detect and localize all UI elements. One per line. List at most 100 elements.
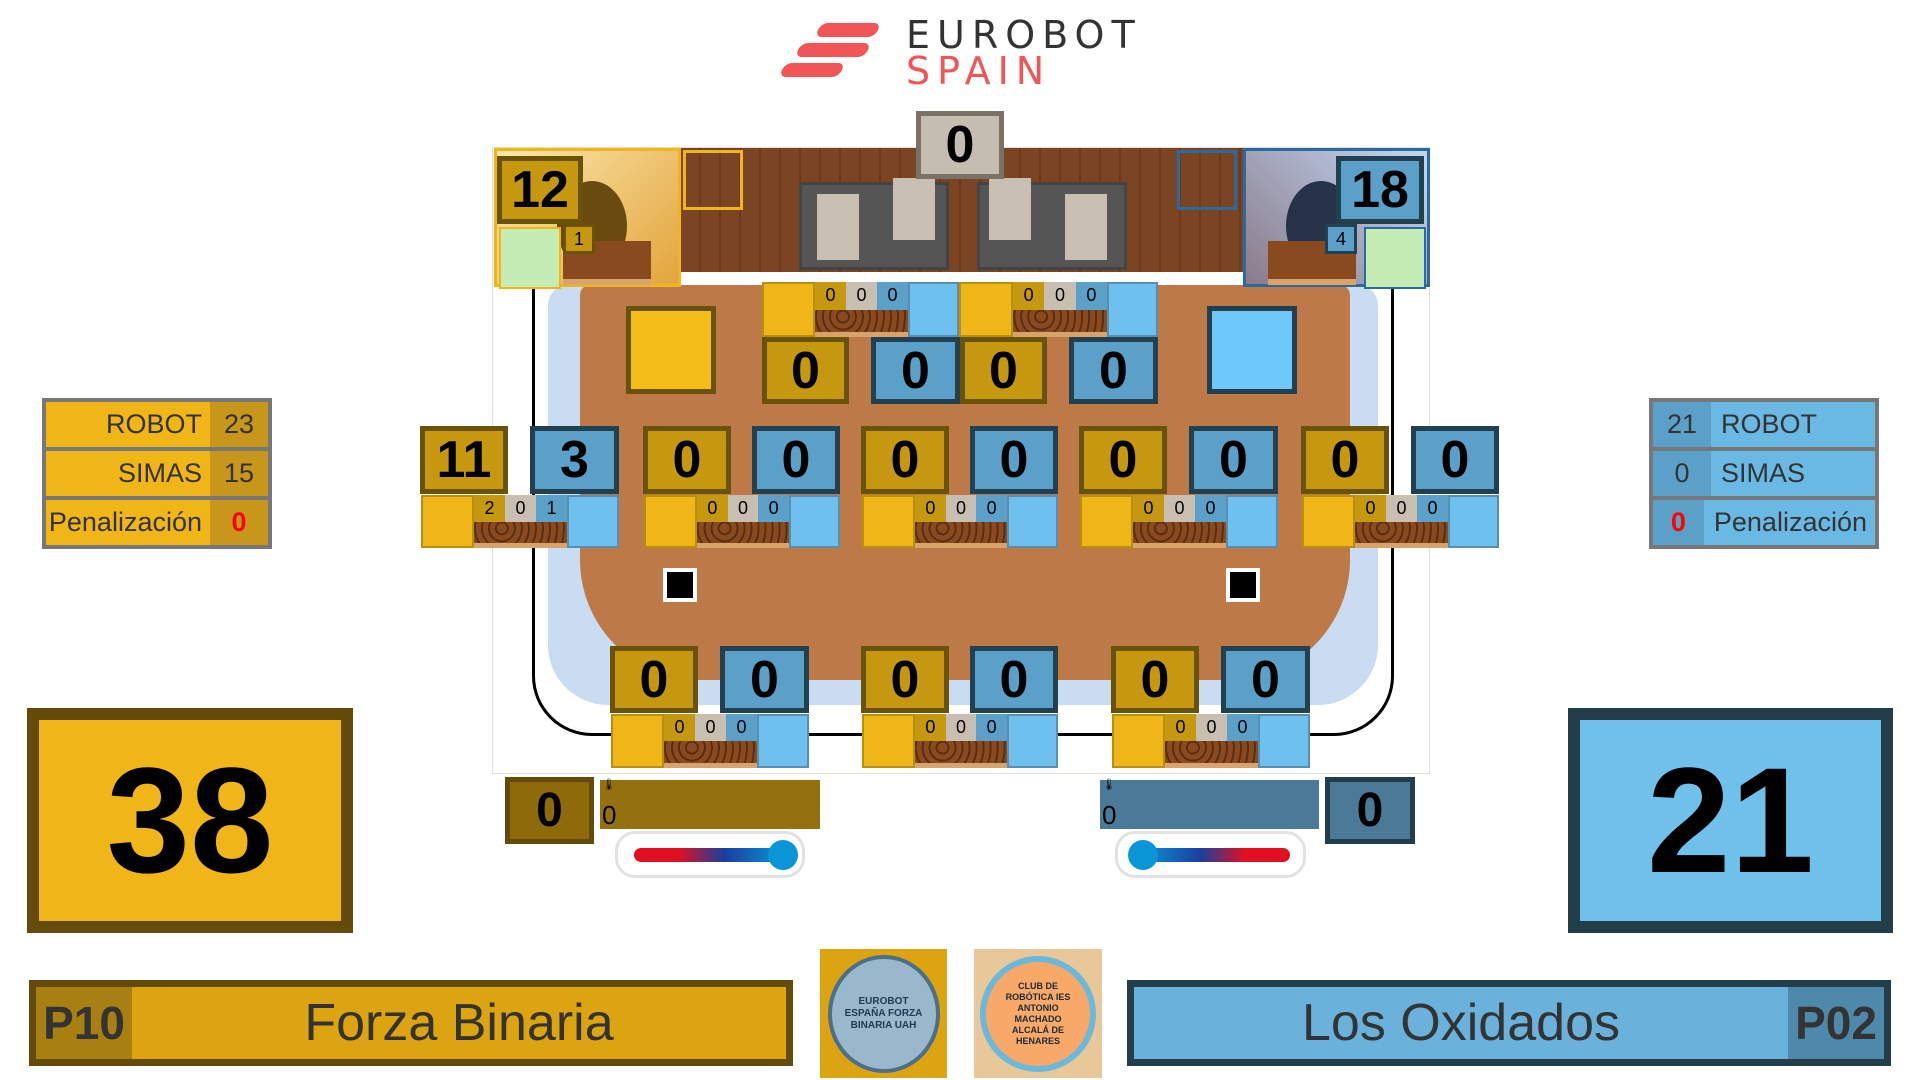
neutral-count: 0: [1044, 282, 1076, 310]
blue-thermometer: [1115, 831, 1306, 878]
card: [1065, 194, 1107, 260]
blue-zone: [1107, 282, 1158, 337]
blue-zone-marker: [1177, 150, 1237, 210]
thermometer-small-icon: 🌡: [602, 779, 616, 791]
blue-zone: [1007, 495, 1058, 548]
blue-count: 0: [976, 495, 1008, 522]
acorn-crate-icon: [915, 521, 1007, 548]
neutral-count: 0: [727, 495, 759, 522]
yellow-zone-score: 0: [1111, 646, 1199, 713]
blue-zone: [1258, 714, 1310, 768]
blue-zone-score: 0: [720, 646, 809, 713]
blue-zone: [1226, 495, 1278, 548]
yellow-nest-score: 12: [497, 156, 583, 224]
yellow-count: 2: [474, 495, 505, 522]
yellow-zone-score: 0: [762, 337, 849, 404]
yellow-count: 0: [1355, 495, 1386, 522]
acorn-crate-icon: [1133, 521, 1226, 548]
eurobot-spain-logo: EUROBOT SPAIN: [778, 13, 1148, 93]
blue-count: 0: [1075, 282, 1107, 310]
forza-binaria-logo: EUROBOT ESPAÑA FORZA BINARIA UAH: [820, 949, 947, 1078]
acorn-crate-icon: [697, 521, 789, 548]
forza-binaria-badge-text: EUROBOT ESPAÑA FORZA BINARIA UAH: [827, 954, 940, 1073]
label: ROBOT: [1711, 402, 1875, 447]
aruco-marker-icon: [1226, 568, 1260, 602]
blue-zone-score: 0: [871, 337, 960, 404]
acorn-crate-icon: [815, 309, 908, 337]
yellow-thermo-value: 0: [602, 800, 617, 830]
blue-team-name: Los Oxidados: [1302, 994, 1620, 1052]
yellow-zone-score: 0: [960, 337, 1047, 404]
blue-zone-score: 0: [970, 646, 1058, 713]
los-oxidados-badge-text: CLUB DE ROBÓTICA IES ANTONIO MACHADO ALC…: [980, 955, 1096, 1072]
blue-zone: [1448, 495, 1499, 548]
label: SIMAS: [1711, 451, 1875, 496]
neutral-count: 0: [1386, 495, 1417, 522]
neutral-count: 0: [505, 495, 536, 522]
yellow-zone: [611, 714, 664, 768]
logo-stripes-icon: [778, 21, 888, 85]
yellow-zone-score: 11: [420, 426, 508, 494]
aruco-marker-icon: [663, 568, 697, 602]
yellow-team-code: P10: [36, 987, 132, 1059]
yellow-team-name: Forza Binaria: [304, 994, 614, 1052]
yellow-total-score: 38: [27, 708, 353, 933]
yellow-zone-score: 0: [610, 646, 698, 713]
blue-thermo-score: 0: [1325, 777, 1415, 844]
blue-thermo-bar: 🌡 0: [1100, 779, 1319, 830]
card: [989, 178, 1031, 240]
yellow-zone-marker: [683, 150, 743, 210]
yellow-count: 0: [1165, 714, 1196, 741]
yellow-zone-score: 0: [643, 426, 731, 494]
acorn-crate-icon: [1355, 521, 1448, 548]
blue-team-bar: Los Oxidados P02: [1127, 980, 1891, 1066]
yellow-zone-score: 0: [1301, 426, 1389, 494]
yellow-thermo-score: 0: [505, 777, 594, 844]
value: 23: [210, 402, 268, 447]
squirrel-nest-icon: [499, 227, 561, 289]
blue-count: 0: [976, 714, 1008, 741]
blue-zone-score: 3: [530, 426, 619, 494]
blue-zone-score: 0: [752, 426, 840, 494]
yellow-zone-score: 0: [1079, 426, 1167, 494]
blue-team-code: P02: [1788, 987, 1884, 1059]
neutral-count: 0: [945, 714, 977, 741]
blue-zone: [1007, 714, 1058, 768]
blue-count: 0: [877, 282, 908, 310]
yellow-zone-score: 0: [861, 426, 949, 494]
acorn-crate-icon: [1013, 309, 1107, 337]
label: Penalización: [1703, 500, 1875, 545]
acorn-crate-icon: [664, 741, 757, 768]
acorn-crate-icon: [915, 741, 1007, 768]
squirrel-card-icon: [626, 306, 716, 394]
yellow-zone: [421, 495, 474, 548]
blue-count: 0: [1227, 714, 1258, 741]
blue-zone-score: 0: [1069, 337, 1158, 404]
thermometer-tube: [634, 848, 784, 862]
yellow-count: 0: [1013, 282, 1045, 310]
yellow-zone: [762, 282, 815, 337]
card: [817, 194, 859, 260]
